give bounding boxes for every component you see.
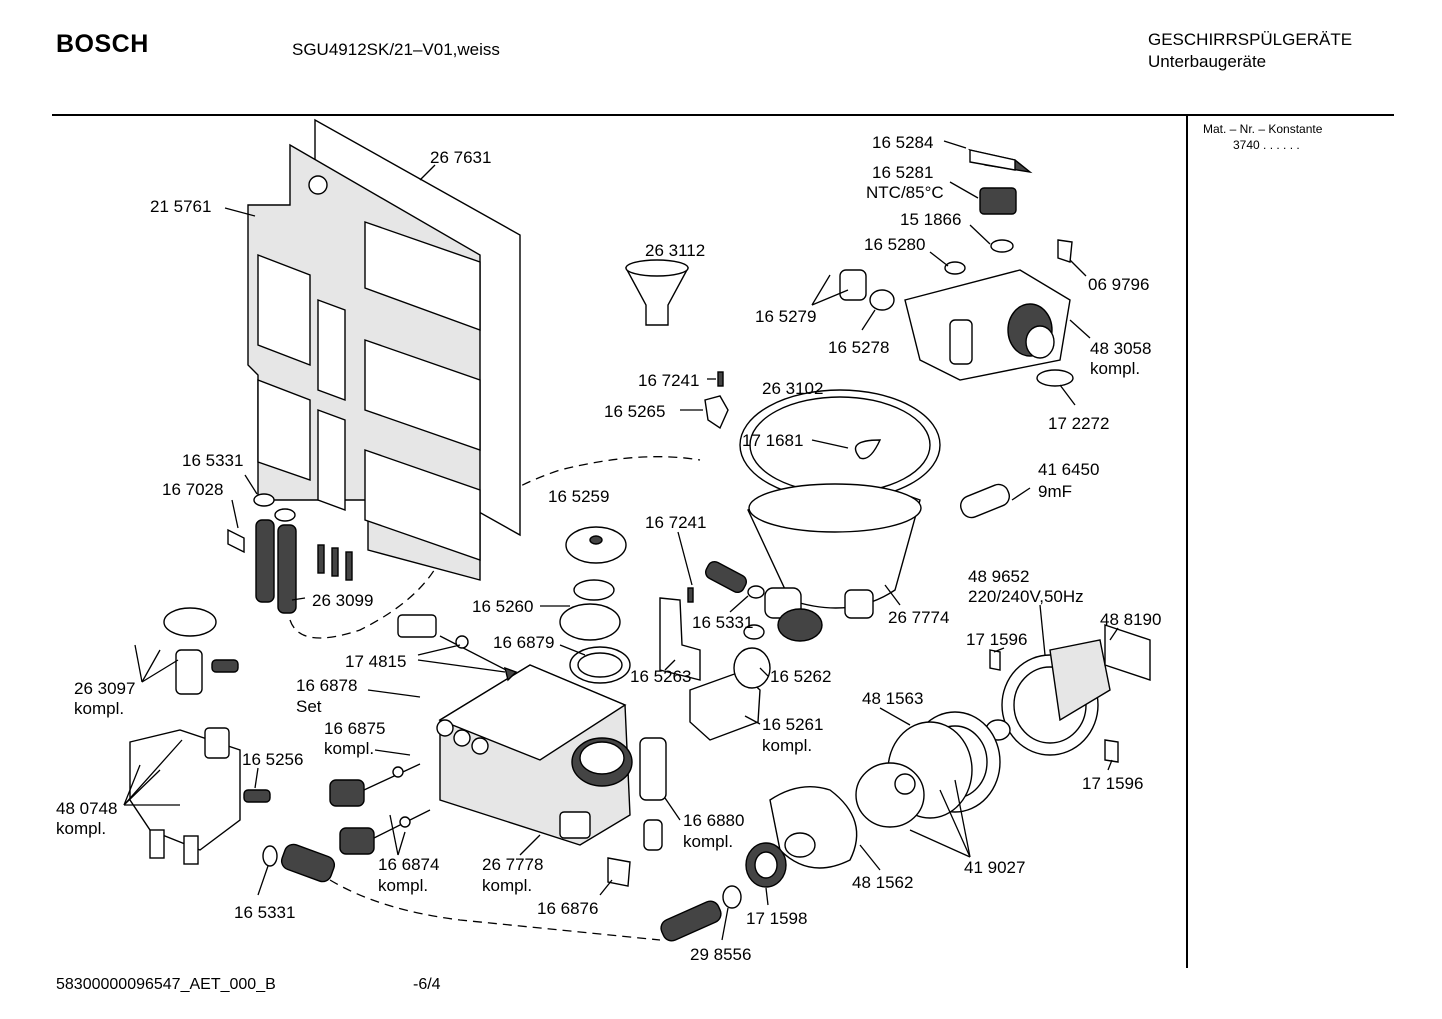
part-label-29-8556: 29 8556: [690, 945, 751, 964]
part-label-16-7241-a: 16 7241: [638, 371, 699, 390]
relay-part: [689, 647, 771, 741]
part-label-26-3102: 26 3102: [762, 379, 823, 398]
part-label-26-7631: 26 7631: [430, 148, 491, 167]
part-label-17-1596-a: 17 1596: [966, 630, 1027, 649]
part-label-26-3112: 26 3112: [645, 241, 705, 260]
small-clip-parts: [687, 371, 1119, 763]
part-label-48-1563: 48 1563: [862, 689, 923, 708]
mat-number-value: 3740 . . . . . .: [1233, 138, 1300, 152]
part-label-16-5265: 16 5265: [604, 402, 665, 421]
part-label-16-6879: 16 6879: [493, 633, 554, 652]
part-label-16-7241-b: 16 7241: [645, 513, 706, 532]
part-label-48-8190: 48 8190: [1100, 610, 1161, 629]
part-label-41-9027: 41 9027: [964, 858, 1025, 877]
heater-pump-part: [985, 624, 1151, 756]
part-label-16-5331-c: 16 5331: [692, 613, 753, 632]
drain-hose-part: [262, 843, 336, 883]
part-label-16-5262: 16 5262: [770, 667, 831, 686]
header-rule: [52, 114, 1394, 116]
part-label-06-9796: 06 9796: [1088, 275, 1149, 294]
solenoid-valves-part: [329, 763, 431, 855]
part-label-17-1596-b: 17 1596: [1082, 774, 1143, 793]
part-label-17-1598: 17 1598: [746, 909, 807, 928]
side-panel-part: [247, 118, 521, 581]
page-number: -6/4: [413, 976, 441, 993]
part-label-16-5259: 16 5259: [548, 487, 609, 506]
part-label-16-5278: 16 5278: [828, 338, 889, 357]
part-label-16-5260: 16 5260: [472, 597, 533, 616]
document-id: 58300000096547_AET_000_B: [56, 976, 276, 993]
bracket-part: [659, 597, 701, 681]
part-label-16-5256: 16 5256: [242, 750, 303, 769]
part-label-15-1866: 15 1866: [900, 210, 961, 229]
detergent-dispenser-part: [436, 664, 633, 846]
turbidity-sensor-part: [639, 737, 667, 851]
valve-injector-part: [397, 614, 518, 682]
leader-lines: [123, 140, 1119, 941]
pump-housing-part: [769, 711, 1001, 869]
funnel-part: [624, 259, 690, 326]
sensor-assembly-part: [839, 148, 1074, 387]
corrugated-hoses-part: [227, 493, 297, 614]
category-title: GESCHIRRSPÜLGERÄTE: [1148, 30, 1353, 49]
capacitor-part: [960, 483, 1010, 519]
part-label-16-6876: 16 6876: [537, 899, 598, 918]
model-number: SGU4912SK/21–V01,weiss: [292, 40, 500, 59]
part-label-16-5279: 16 5279: [755, 307, 816, 326]
holder-part: [607, 857, 631, 887]
part-label-48-1562: 48 1562: [852, 873, 913, 892]
part-label-26-3099: 26 3099: [312, 591, 373, 610]
part-label-17-2272: 17 2272: [1048, 414, 1109, 433]
water-inlet-part: [129, 607, 271, 865]
part-label-16-5331-b: 16 5331: [234, 903, 295, 922]
dashed-connection-line-lower: [329, 879, 661, 941]
part-label-16-5280: 16 5280: [864, 235, 925, 254]
sump-chamber-part: [739, 389, 941, 642]
part-label-16-7028: 16 7028: [162, 480, 223, 499]
seal-rings-part: [660, 842, 787, 942]
part-label-17-1681: 17 1681: [742, 431, 803, 450]
part-label-16-5284: 16 5284: [872, 133, 933, 152]
part-label-16-5331-a: 16 5331: [182, 451, 243, 470]
mat-number-label: Mat. – Nr. – Konstante: [1203, 122, 1323, 136]
category-subtitle: Unterbaugeräte: [1148, 52, 1267, 71]
part-label-26-7774: 26 7774: [888, 608, 949, 627]
pump-cover-part: [559, 526, 631, 684]
spring-hose-part: [704, 560, 765, 640]
part-label-17-4815: 17 4815: [345, 652, 406, 671]
part-label-16-5263: 16 5263: [630, 667, 691, 686]
sidebar-rule: [1186, 116, 1188, 968]
part-label-21-5761: 21 5761: [150, 197, 211, 216]
brand-logo: BOSCH: [56, 30, 149, 58]
